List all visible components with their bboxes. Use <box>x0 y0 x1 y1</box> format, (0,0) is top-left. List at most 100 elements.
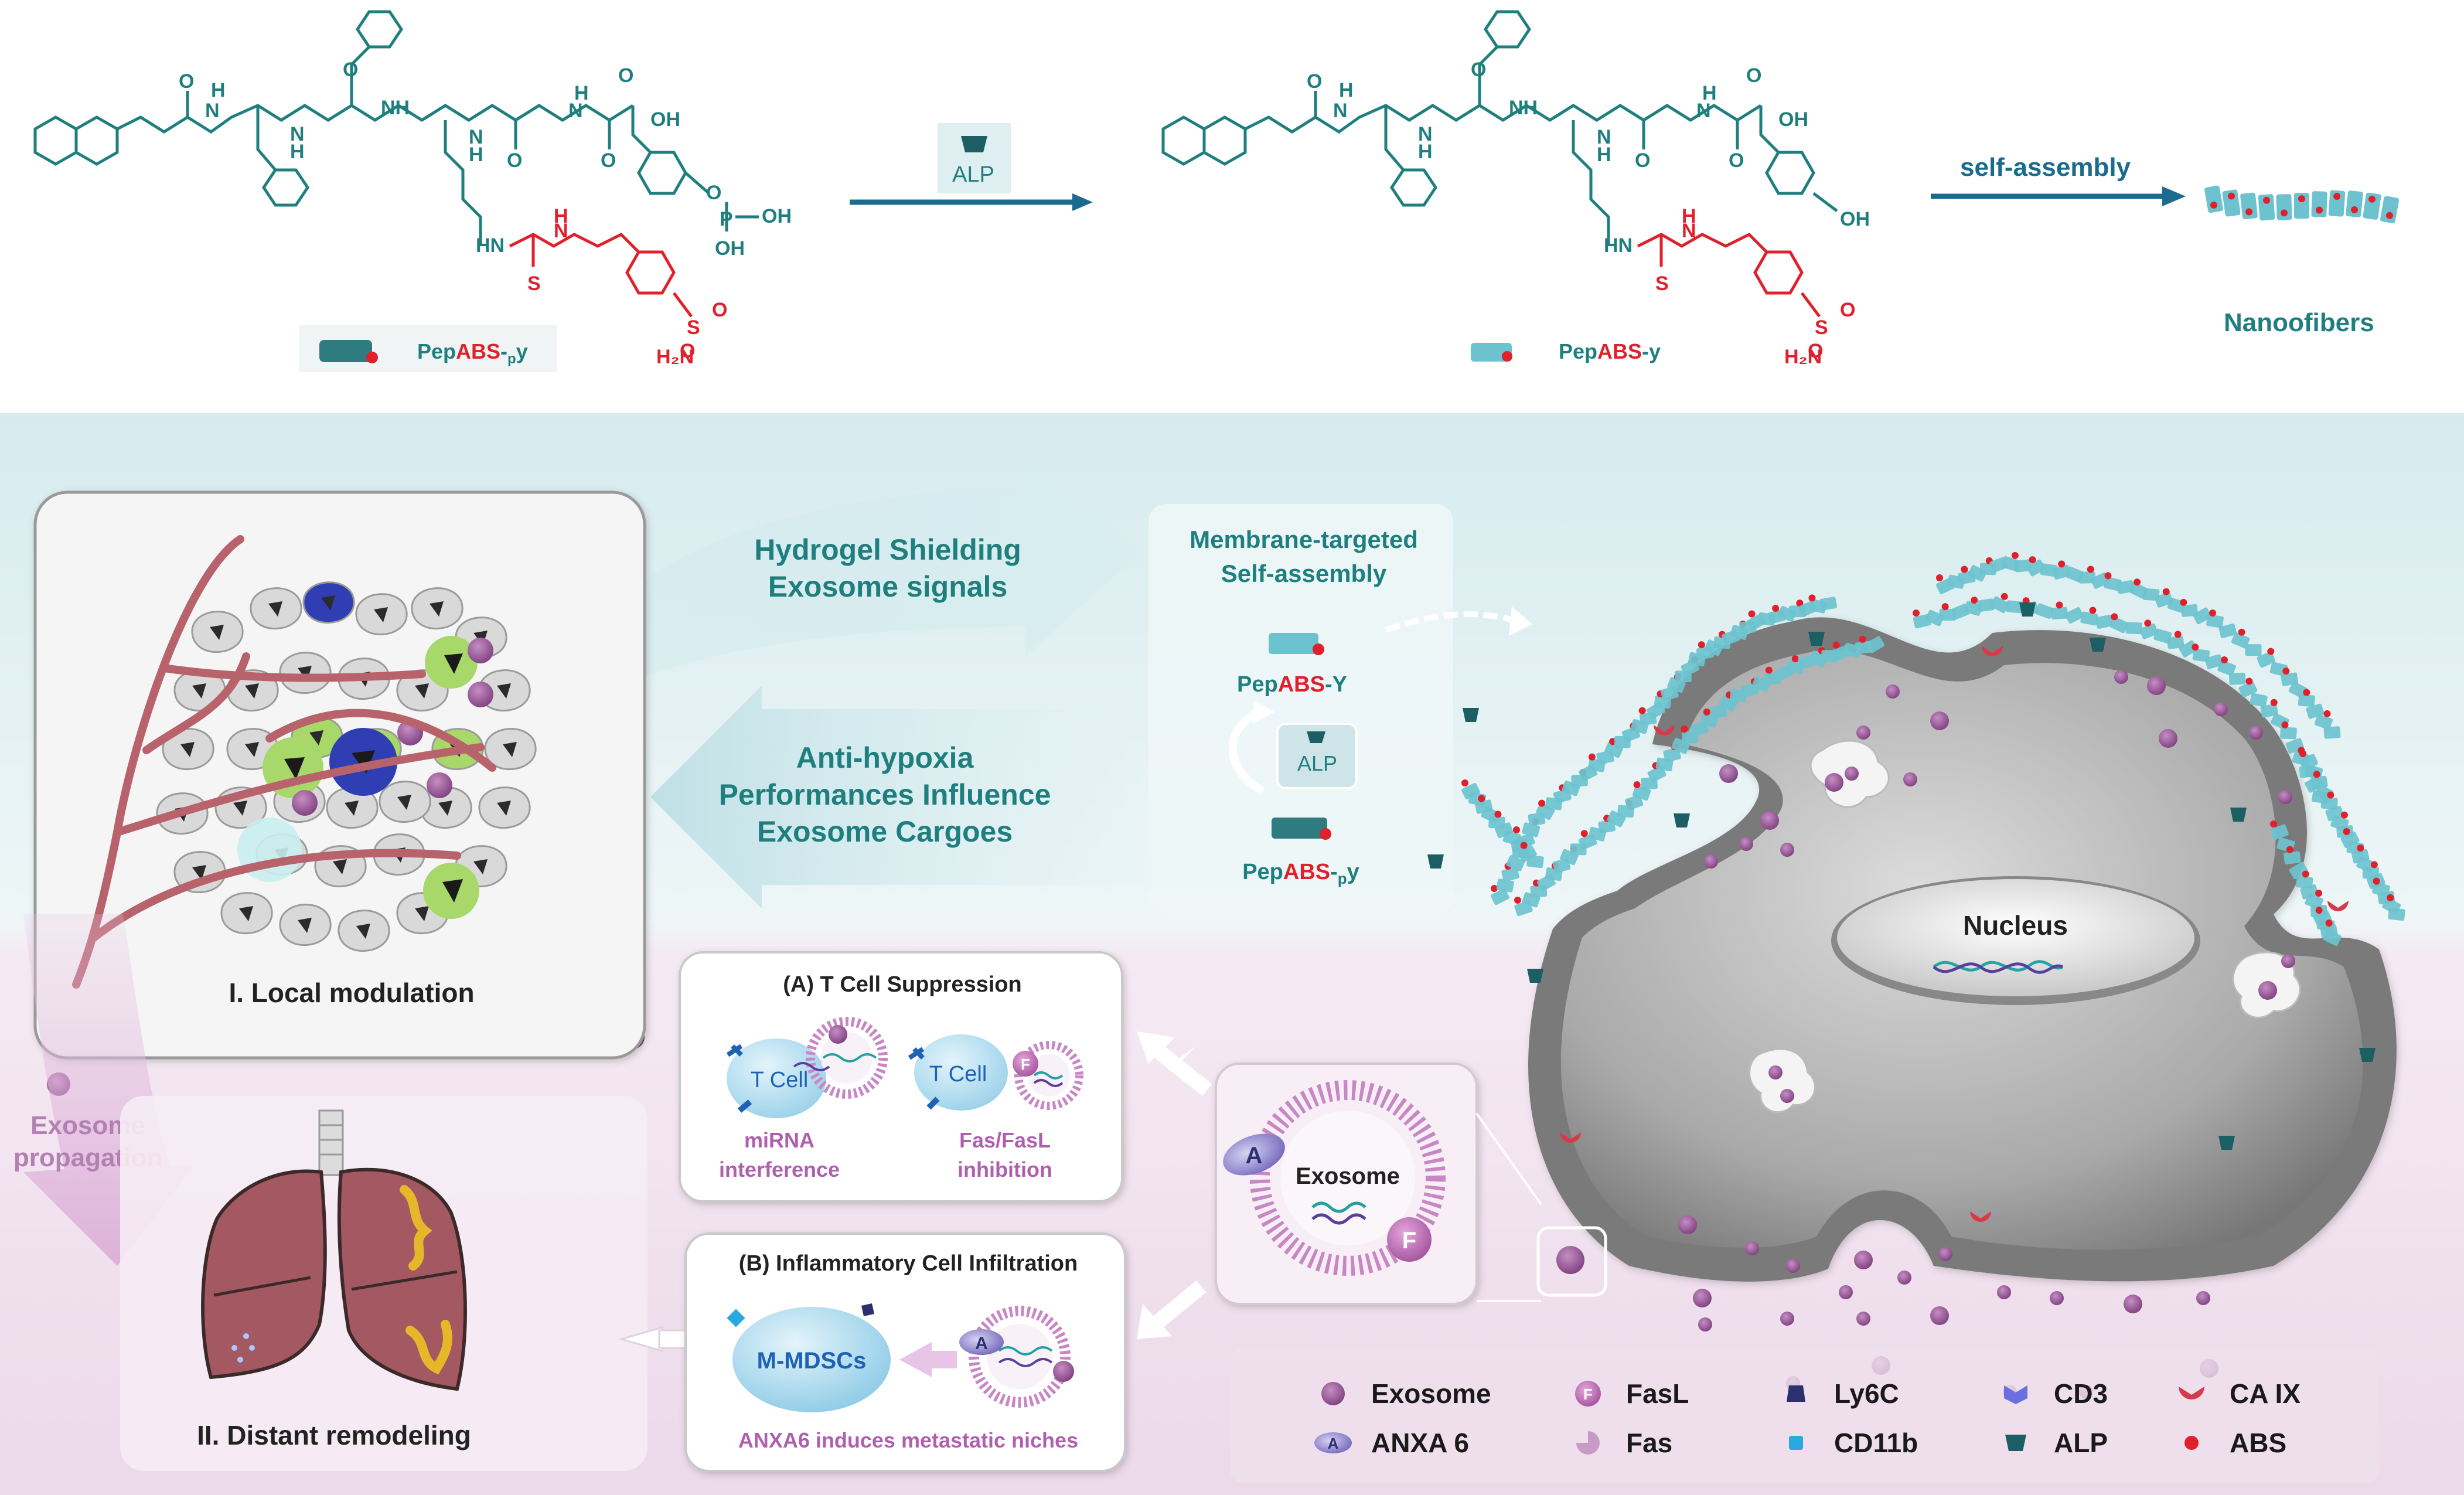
svg-text:O: O <box>1808 340 1823 362</box>
dashed-arrow-to-cell <box>1385 611 1519 633</box>
membrane-fiber-unit <box>1719 694 1738 712</box>
svg-text:OH: OH <box>1840 208 1870 230</box>
pep-abs-py-panel-icon <box>1272 818 1331 840</box>
membrane-abs-dot <box>2180 598 2187 606</box>
membrane-fiber-unit <box>1526 854 1544 869</box>
tissue-cell-nucleus <box>473 859 488 874</box>
ca-ix-marker <box>1560 1132 1581 1143</box>
membrane-fiber-unit <box>1506 855 1525 871</box>
exosome-large <box>1223 1080 1446 1276</box>
exosome-dot <box>2124 1295 2142 1313</box>
legend-label: ANXA 6 <box>1371 1428 1469 1458</box>
membrane-abs-dot <box>2087 566 2094 573</box>
nanofiber-illustration <box>2204 185 2399 224</box>
membrane-abs-dot <box>1461 779 1468 786</box>
tissue-cell-nucleus <box>497 801 511 816</box>
svg-text:S: S <box>687 316 700 339</box>
nanofiber-abs-dot <box>2316 206 2323 214</box>
svg-text:O: O <box>1840 299 1855 321</box>
distant-remodeling-label: II. Distant remodeling <box>197 1420 471 1450</box>
caption-mirna-line2: interference <box>719 1157 840 1181</box>
chem-atoms-substrate: H N O O N H NH O N H O H N O OH O P OH O… <box>179 59 792 260</box>
membrane-abs-dot <box>1961 566 1968 573</box>
svg-text:OH: OH <box>762 205 792 227</box>
tissue-cell-nucleus <box>210 625 224 640</box>
tissue-cell-nucleus <box>374 607 388 622</box>
svg-text:H: H <box>211 79 226 101</box>
legend-label: Exosome <box>1371 1378 1491 1409</box>
alp-marker <box>2090 638 2106 652</box>
svg-text:S: S <box>1815 316 1828 339</box>
membrane-fiber-unit <box>2095 614 2114 629</box>
exosome-dot <box>468 682 493 707</box>
lung-illustration <box>201 1109 467 1391</box>
svg-text:N: N <box>1333 100 1348 122</box>
alp-marker <box>2019 602 2036 617</box>
tissue-cell-nucleus <box>192 683 206 699</box>
tissue-cell-nucleus <box>438 801 452 816</box>
pep-abs-y-icon <box>1471 343 1512 362</box>
chem-structure-substrate <box>33 10 759 246</box>
fasl-icon: F <box>1575 1381 1601 1407</box>
membrane-abs-dot <box>2387 894 2394 901</box>
membrane-abs-dot <box>1913 609 1920 617</box>
svg-text:N: N <box>1418 123 1433 145</box>
alp-enzyme-label: ALP <box>952 162 994 187</box>
tissue-cell-nucleus <box>321 595 335 611</box>
ca-ix-marker <box>2327 901 2349 911</box>
membrane-abs-dot <box>1494 810 1502 818</box>
legend-label: ALP <box>2054 1428 2108 1458</box>
membrane-abs-dot <box>2134 578 2141 586</box>
nanofiber-abs-dot <box>2333 193 2340 200</box>
nanofiber-unit <box>2311 191 2327 217</box>
alp-reaction-arrow <box>850 123 1093 211</box>
chem-structure-product <box>1161 10 1838 246</box>
anti-hypoxia-line2: Performances Influence <box>719 778 1051 811</box>
membrane-abs-dot <box>2343 827 2350 835</box>
tissue-cell-nucleus <box>503 742 517 757</box>
membrane-abs-dot <box>1791 655 1799 663</box>
membrane-abs-dot <box>1580 830 1588 837</box>
arrow-to-panel-b <box>1137 1280 1207 1339</box>
membrane-abs-dot <box>1772 604 1780 612</box>
membrane-fiber-unit <box>2284 851 2301 864</box>
tissue-cell-nucleus <box>497 683 511 699</box>
exosome-dot <box>2159 729 2177 748</box>
exosome-dot <box>1856 726 1870 740</box>
arrow-to-panel-a <box>1137 1031 1212 1096</box>
membrane-fiber-unit <box>2320 796 2338 810</box>
tissue-cell-nucleus <box>233 801 247 816</box>
membrane-fiber-unit <box>2204 654 2223 669</box>
svg-text:H: H <box>1702 82 1717 104</box>
svg-text:N: N <box>554 220 568 242</box>
membrane-abs-dot <box>1491 885 1498 892</box>
membrane-fiber-unit <box>1865 636 1885 653</box>
svg-text:H₂N: H₂N <box>1784 346 1822 368</box>
legend-label: Fas <box>1626 1428 1672 1458</box>
exosome-dot <box>1719 764 1738 783</box>
membrane-fiber-unit <box>2323 726 2341 739</box>
exosome-dot <box>1739 837 1753 851</box>
anxa6-icon: A <box>1314 1432 1352 1453</box>
membrane-fiber-unit <box>1536 803 1555 820</box>
nanofiber-unit <box>2346 190 2363 217</box>
membrane-fiber-unit <box>1501 867 1519 882</box>
membrane-fiber-unit <box>1491 888 1509 905</box>
membrane-fiber-unit <box>2228 672 2246 685</box>
chem-abs-moiety-substrate <box>509 232 693 318</box>
svg-text:OH: OH <box>1778 108 1808 131</box>
membrane-abs-dot <box>1633 781 1641 788</box>
membrane-abs-dot <box>2104 572 2112 580</box>
green-cell-nucleus <box>284 757 305 779</box>
zoom-box <box>1536 1226 1607 1297</box>
membrane-abs-dot <box>2245 677 2253 685</box>
membrane-abs-dot <box>2270 699 2278 706</box>
membrane-fiber-unit <box>2314 714 2333 730</box>
tissue-cell-nucleus <box>245 742 259 757</box>
exosome-dot <box>1997 1285 2011 1299</box>
membrane-fiber-unit <box>2257 651 2276 668</box>
svg-text:O: O <box>1746 64 1761 87</box>
svg-text:OH: OH <box>650 108 680 131</box>
membrane-fiber-unit <box>2323 929 2342 946</box>
